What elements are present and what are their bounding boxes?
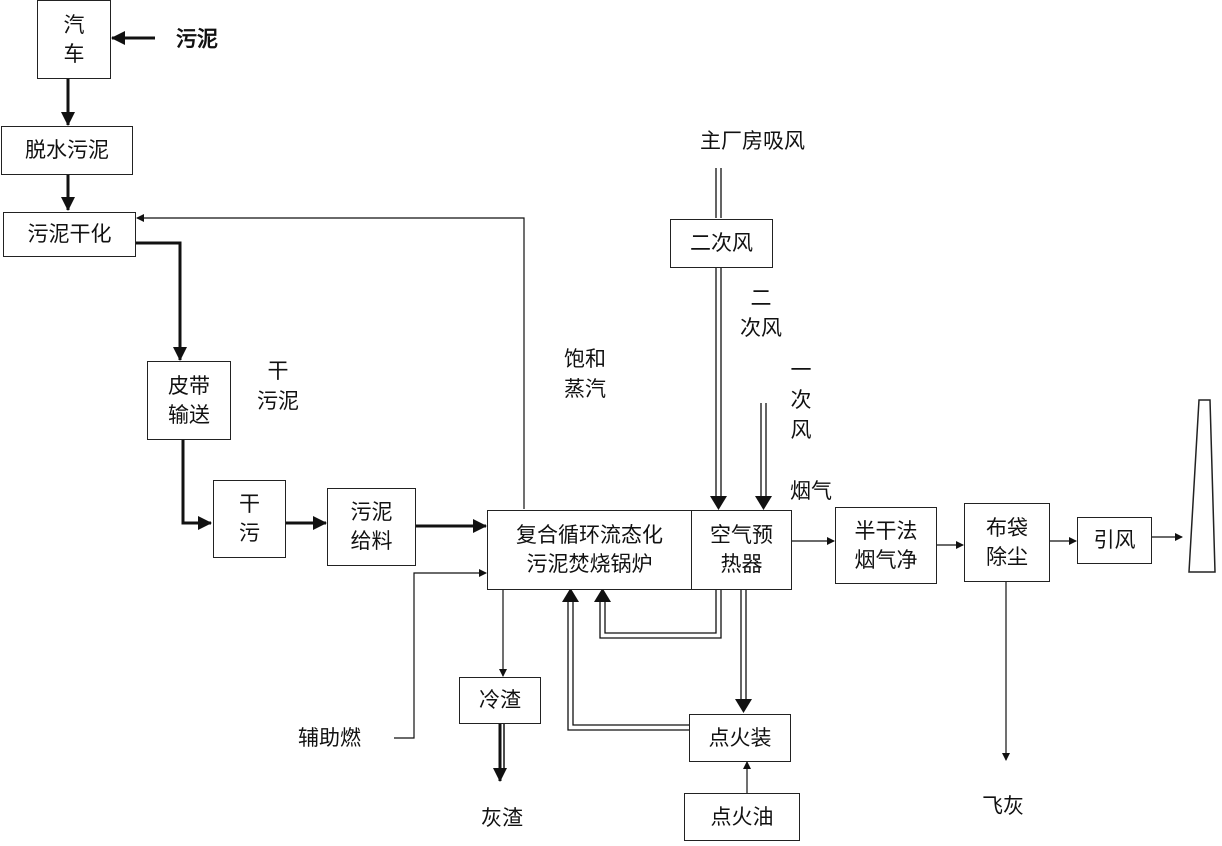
boiler-box: 复合循环流态化 污泥焚烧锅炉 xyxy=(487,510,692,590)
arrow-aux-fuel-to-boiler xyxy=(394,569,487,739)
secondary-air-arrowhead xyxy=(710,496,727,510)
chimney-icon xyxy=(1188,399,1216,573)
ignition-to-boiler-outer xyxy=(567,600,689,731)
primary-air-label: 一 次 风 xyxy=(790,358,812,442)
preheater-return-inner xyxy=(604,589,717,634)
sludge-input-label: 污泥 xyxy=(176,27,218,51)
belt-conveyor-box: 皮带 输送 xyxy=(147,361,231,440)
arrow-drying-to-belt xyxy=(136,241,187,361)
preheater-to-ignition-arrowhead xyxy=(735,699,752,713)
dewatered-sludge-box: 脱水污泥 xyxy=(1,126,133,175)
semi-dry-cleaning-box: 半干法 烟气净 xyxy=(835,507,937,584)
bag-dust-box: 布袋 除尘 xyxy=(964,503,1050,582)
ash-slag-label: 灰渣 xyxy=(481,806,523,830)
flue-gas-label: 烟气 xyxy=(790,479,832,503)
dry-sludge-box: 干 污 xyxy=(213,480,286,558)
main-plant-air-label: 主厂房吸风 xyxy=(700,129,805,153)
auxiliary-fuel-label: 辅助燃 xyxy=(298,726,361,750)
dry-sludge-label: 干 污泥 xyxy=(257,359,299,413)
slag-cooling-box: 冷渣 xyxy=(459,677,541,724)
induced-draft-box: 引风 xyxy=(1077,517,1152,564)
ignition-to-boiler-arrowhead xyxy=(562,588,579,602)
ignition-oil-box: 点火油 xyxy=(684,793,800,841)
ignition-device-box: 点火装 xyxy=(689,714,791,762)
arrow-belt-to-dry-sludge xyxy=(181,440,212,530)
ignition-to-boiler-inner xyxy=(572,600,689,726)
primary-air-arrowhead xyxy=(755,496,772,510)
preheater-return-arrowhead xyxy=(594,588,611,602)
secondary-air-box: 二次风 xyxy=(670,219,773,268)
truck-box: 汽 车 xyxy=(37,0,111,79)
air-preheater-box: 空气预 热器 xyxy=(691,510,792,590)
arrow-steam-to-drying xyxy=(136,214,525,509)
saturated-steam-label: 饱和 蒸汽 xyxy=(564,347,606,401)
sludge-drying-box: 污泥干化 xyxy=(3,212,136,257)
fly-ash-label: 飞灰 xyxy=(982,794,1024,818)
sludge-feeding-box: 污泥 给料 xyxy=(327,488,416,566)
secondary-air-label: 二 次风 xyxy=(740,286,782,340)
preheater-return-outer xyxy=(599,589,722,639)
